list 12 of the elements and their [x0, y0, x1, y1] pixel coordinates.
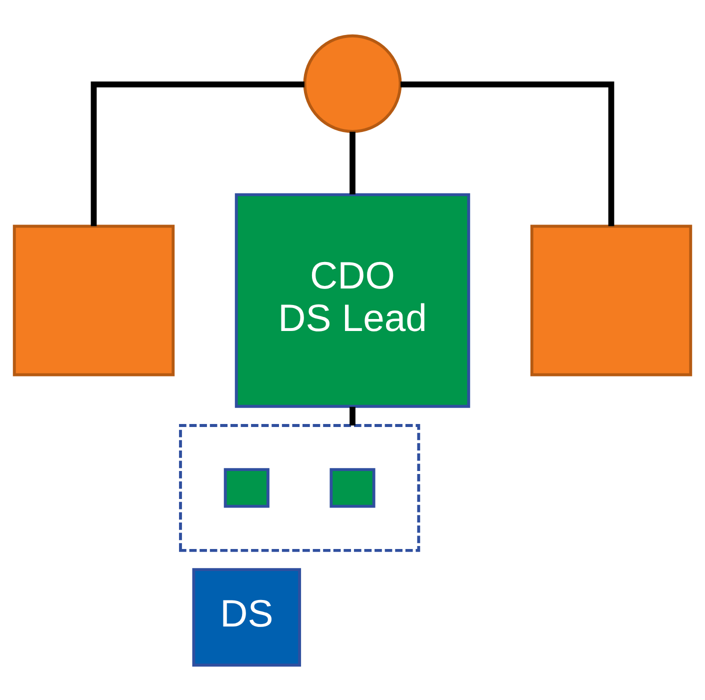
node-box	[12, 224, 175, 376]
node-box	[330, 468, 376, 508]
connector	[90, 80, 304, 226]
node-circle	[303, 34, 402, 132]
connector	[350, 131, 356, 194]
node-box: DS	[192, 568, 302, 666]
node-box	[530, 224, 692, 376]
connector	[350, 406, 356, 425]
connector	[400, 80, 614, 226]
cluster	[179, 424, 420, 552]
node-box	[224, 468, 270, 508]
node-box: CDO DS Lead	[234, 192, 470, 408]
